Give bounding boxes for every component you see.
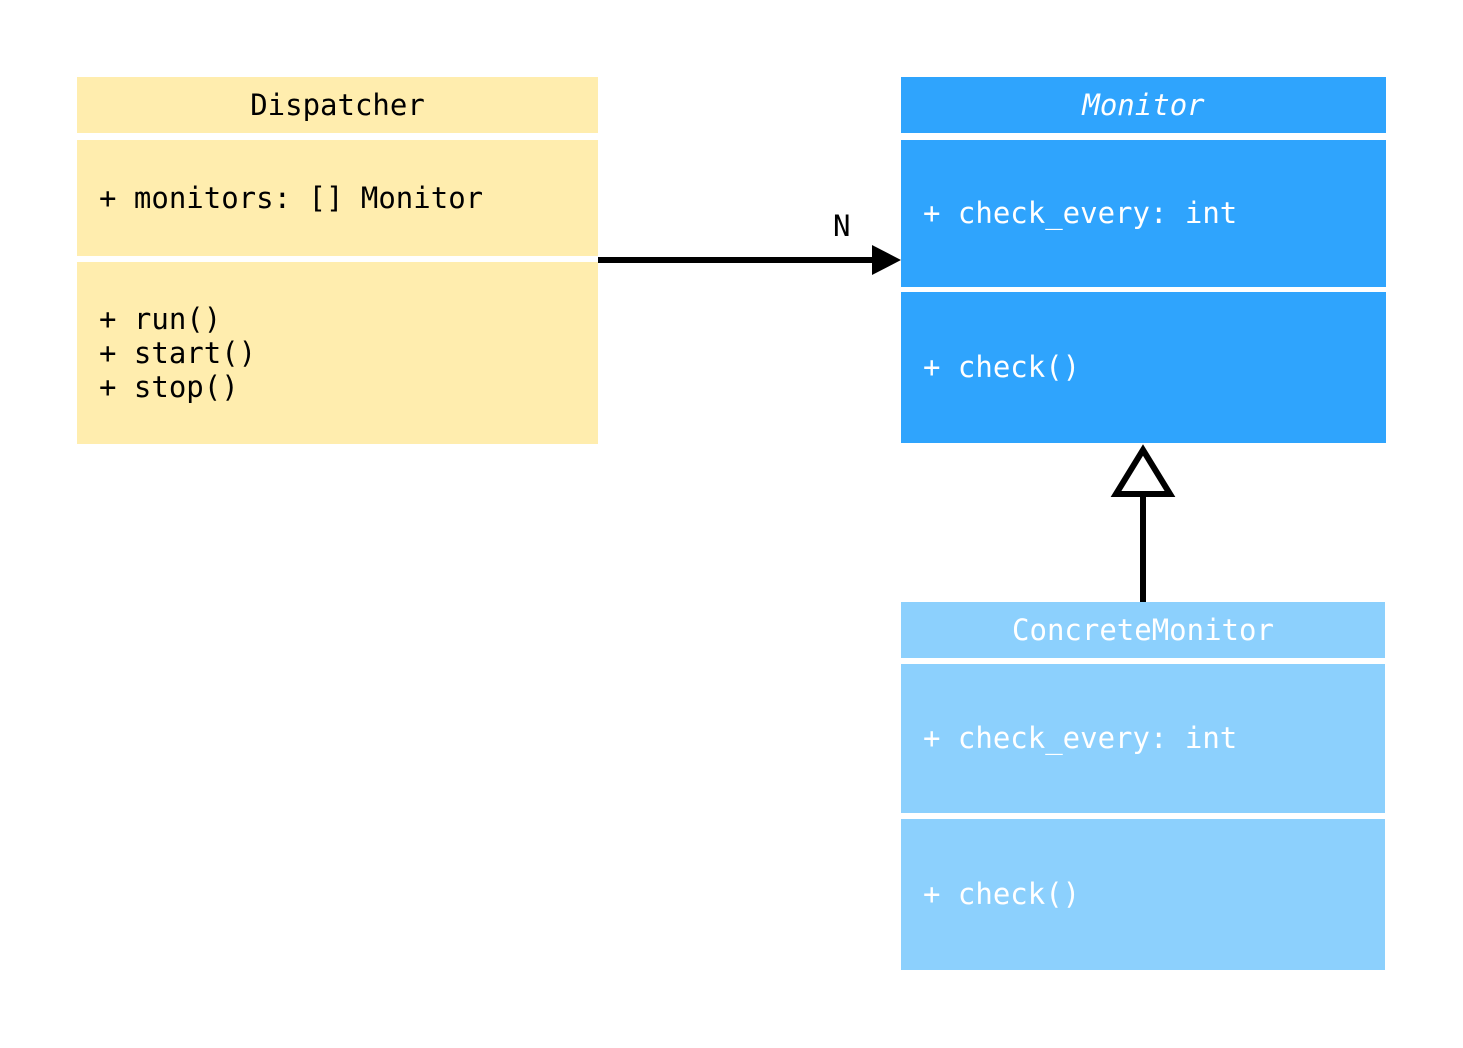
class-box-dispatcher[interactable]: Dispatcher + monitors: [] Monitor + run(… xyxy=(77,77,598,444)
method-row: + stop() xyxy=(99,370,239,405)
method-row: + check() xyxy=(923,877,1081,912)
class-methods-concretemonitor: + check() xyxy=(901,819,1385,970)
class-attributes-monitor: + check_every: int xyxy=(901,140,1386,287)
class-title-monitor: Monitor xyxy=(901,77,1386,133)
class-attributes-concretemonitor: + check_every: int xyxy=(901,664,1385,813)
class-box-concretemonitor[interactable]: ConcreteMonitor + check_every: int + che… xyxy=(901,602,1385,970)
class-title-dispatcher: Dispatcher xyxy=(77,77,598,133)
class-box-monitor[interactable]: Monitor + check_every: int + check() xyxy=(901,77,1386,443)
attribute-row: + check_every: int xyxy=(923,721,1238,756)
association-arrow-dispatcher-to-monitor xyxy=(598,245,901,275)
class-attributes-dispatcher: + monitors: [] Monitor xyxy=(77,140,598,256)
class-title-concretemonitor: ConcreteMonitor xyxy=(901,602,1385,658)
method-row: + run() xyxy=(99,301,222,336)
attribute-row: + check_every: int xyxy=(923,196,1238,231)
method-row: + check() xyxy=(923,350,1081,385)
generalization-arrow-concretemonitor-to-monitor xyxy=(1110,444,1176,602)
class-methods-dispatcher: + run() + start() + stop() xyxy=(77,262,598,444)
method-row: + start() xyxy=(99,335,257,370)
association-multiplicity-label: N xyxy=(833,209,851,243)
attribute-row: + monitors: [] Monitor xyxy=(99,180,484,215)
class-methods-monitor: + check() xyxy=(901,292,1386,443)
